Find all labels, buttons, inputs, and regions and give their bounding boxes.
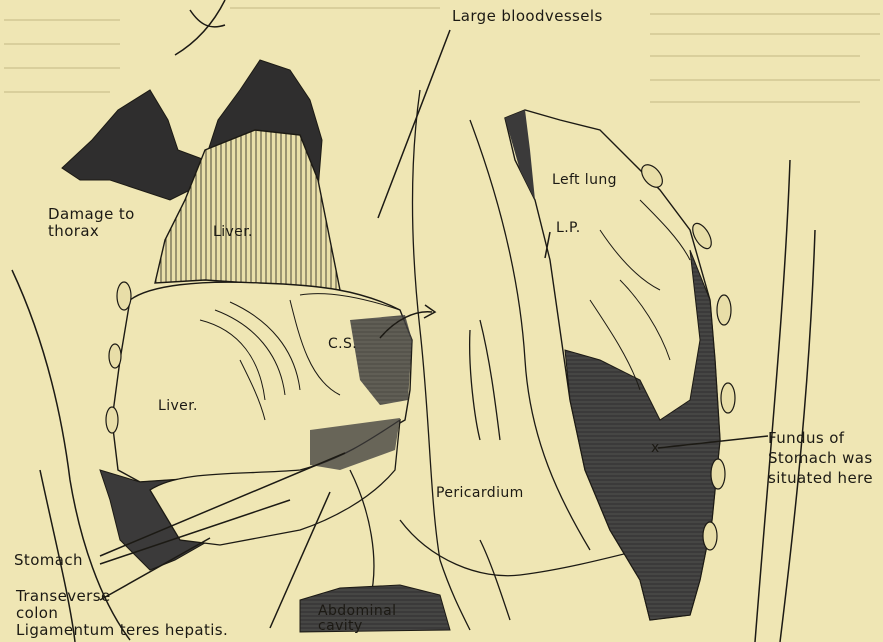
label-ligamentum: Ligamentum teres hepatis.	[16, 622, 228, 639]
label-pericardium: Pericardium	[436, 485, 524, 502]
label-x-mark: x	[651, 440, 660, 457]
label-liver-upper: Liver.	[213, 224, 253, 241]
label-large-bloodvessels: Large bloodvessels	[452, 8, 603, 25]
label-cs: C.S.	[328, 336, 357, 353]
label-lp: L.P.	[556, 220, 581, 237]
label-damage-to-thorax: Damage to thorax	[48, 206, 135, 240]
label-liver-lower: Liver.	[158, 398, 198, 415]
label-transverse-colon: Transeverse colon	[16, 588, 111, 622]
label-fundus: Fundus of Stomach was situated here	[768, 428, 873, 488]
label-left-lung: Left lung	[552, 172, 617, 189]
label-abdominal-cavity: Abdominal cavity	[318, 604, 396, 634]
background-text-texture	[4, 8, 880, 102]
label-stomach: Stomach	[14, 552, 83, 569]
